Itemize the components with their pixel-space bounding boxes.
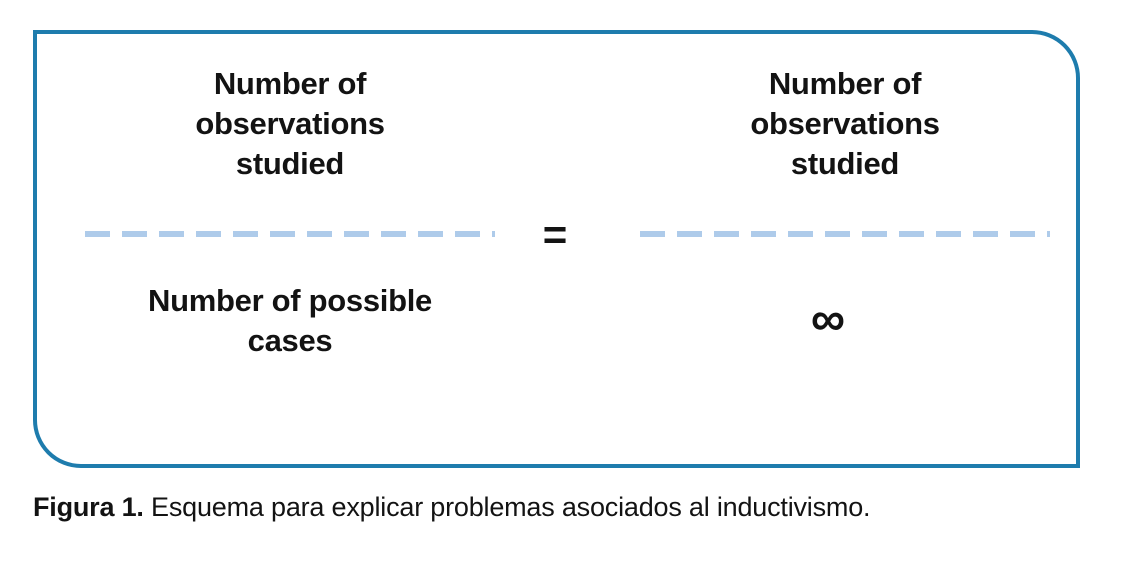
figure-caption-text: Esquema para explicar problemas asociado… [151,492,871,522]
left-fraction-bar [85,231,495,237]
numerator-line: studied [790,146,900,181]
infinity-symbol: ∞ [810,293,846,346]
right-fraction-numerator: Number of observations studied [640,64,1050,184]
equals-sign: = [542,211,568,258]
numerator-line: studied [235,146,345,181]
left-fraction-numerator: Number of observations studied [85,64,495,184]
numerator-line: Number of [768,66,922,101]
figure-caption-label: Figura 1. [33,492,144,522]
denominator-line: cases [247,323,333,358]
numerator-line: Number of [213,66,367,101]
right-fraction-bar [640,231,1050,237]
numerator-line: observations [750,106,940,141]
left-fraction-denominator: Number of possible cases [85,281,495,361]
figure-caption: Figura 1. Esquema para explicar problema… [33,490,1113,524]
denominator-line: Number of possible [148,283,432,318]
diagram-frame: Number of observations studied Number of… [33,30,1080,468]
numerator-line: observations [195,106,385,141]
